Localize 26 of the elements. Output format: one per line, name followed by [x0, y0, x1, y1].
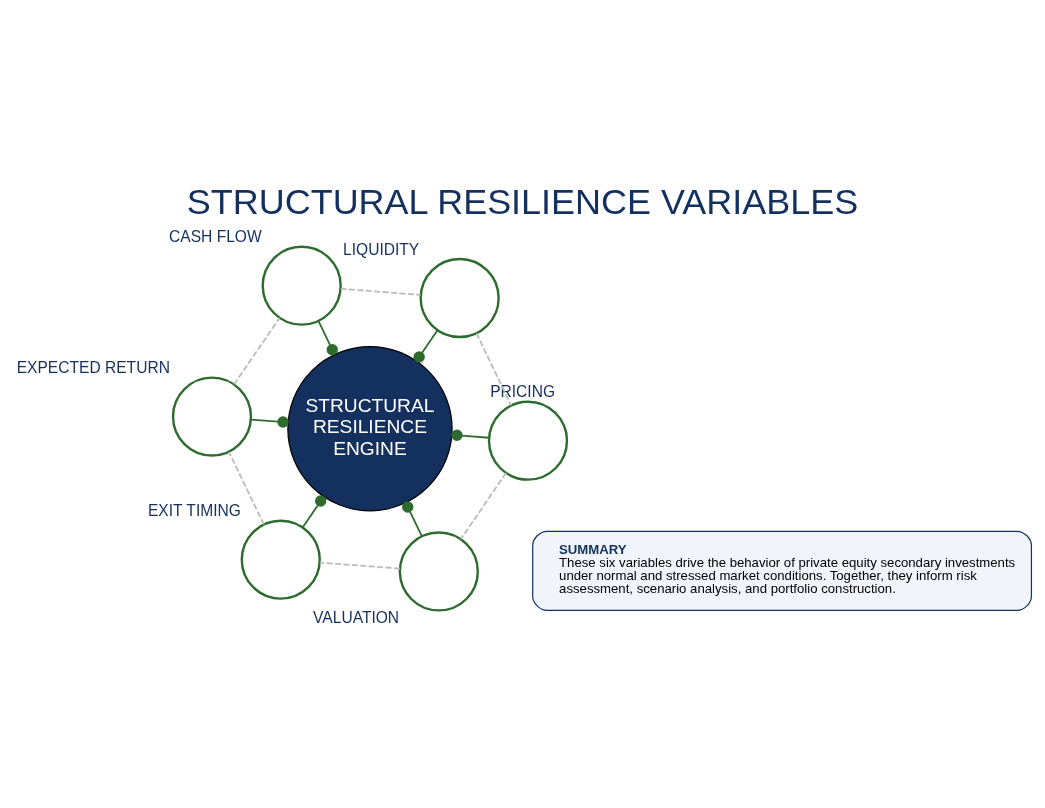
node-circle	[398, 531, 479, 612]
connector	[317, 320, 338, 356]
diagram-title: STRUCTURAL RESILIENCE VARIABLES	[186, 181, 859, 223]
node-label: CASH FLOW	[169, 228, 262, 246]
connector	[228, 451, 265, 526]
node-label: EXPECTED RETURN	[16, 359, 170, 377]
connector	[475, 332, 512, 407]
connector	[250, 416, 289, 428]
node-circle	[261, 245, 342, 326]
node-circle	[419, 257, 500, 339]
node-label: VALUATION	[313, 608, 400, 626]
node-circle	[171, 376, 253, 457]
node-circle	[487, 400, 569, 481]
node-label: EXIT TIMING	[147, 502, 241, 520]
connector	[233, 317, 281, 386]
connector	[402, 501, 423, 538]
node-label: LIQUIDITY	[343, 240, 420, 258]
node-label: PRICING	[490, 383, 556, 401]
connector	[460, 472, 507, 540]
connector	[339, 287, 422, 296]
connector	[301, 495, 327, 529]
connector	[413, 329, 439, 363]
node-circle	[240, 519, 321, 600]
node-box: SUMMARY These six variables drive the behavior of private equity secondary investments under normal and stressed market conditions. Together, they inform risk assessment, scenario analysis, and portfolio construction.	[532, 530, 1033, 611]
connector	[319, 561, 401, 570]
connector	[451, 429, 490, 441]
